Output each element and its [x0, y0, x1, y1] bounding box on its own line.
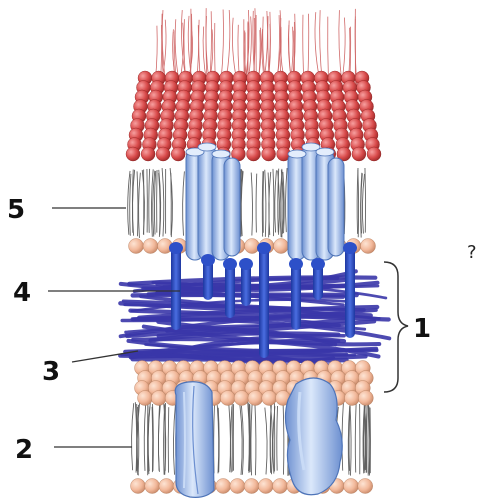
- lipid-tail: [250, 404, 251, 472]
- lipid-tail: [355, 402, 356, 473]
- fiber-cap: [311, 258, 325, 270]
- fiber: [291, 262, 301, 330]
- lower-layer-outer-heads: [135, 361, 374, 406]
- strand: [315, 12, 320, 81]
- lipid-tail: [162, 168, 164, 236]
- lipid-tail: [251, 173, 252, 236]
- lipid-tail: [362, 174, 364, 234]
- lipid-tail: [130, 174, 131, 236]
- upper-layer-heads: [126, 71, 381, 161]
- lower-protein-right: [285, 378, 342, 495]
- lipid-head: [345, 391, 360, 406]
- lipid-head: [126, 147, 140, 161]
- lipid-tail: [154, 171, 155, 235]
- lower-protein-left: [175, 382, 214, 498]
- lipid-head: [262, 391, 277, 406]
- lipid-tail: [286, 168, 287, 232]
- lipid-tail: [277, 406, 278, 471]
- lipid-head: [247, 147, 261, 161]
- lipid-head: [245, 239, 260, 254]
- lipid-tail: [137, 171, 138, 236]
- label-5: 5: [7, 195, 25, 225]
- lipid-head: [143, 239, 158, 254]
- lipid-head: [138, 391, 153, 406]
- lipid-tail: [265, 408, 267, 475]
- lipid-head: [230, 479, 245, 494]
- lipid-tail: [251, 403, 252, 476]
- lipid-head: [244, 479, 259, 494]
- fiber-cap: [289, 258, 303, 270]
- label-3: 3: [42, 357, 60, 387]
- lipid-head: [156, 147, 170, 161]
- lipid-tail: [256, 174, 257, 233]
- lipid-head: [159, 479, 174, 494]
- lipid-head: [220, 391, 235, 406]
- lipid-head: [151, 391, 166, 406]
- transmembrane-protein-right: [288, 143, 344, 260]
- lipid-tail: [139, 173, 141, 238]
- label-4: 4: [13, 278, 31, 308]
- lipid-tail: [183, 171, 185, 235]
- lipid-tail: [273, 169, 274, 236]
- lipid-head: [145, 479, 160, 494]
- lipid-head: [367, 147, 381, 161]
- fiber: [225, 262, 235, 318]
- lipid-tail: [265, 170, 266, 237]
- fiber: [259, 246, 269, 358]
- lipid-tail: [231, 406, 232, 472]
- bracket-1: [384, 262, 408, 392]
- label-1: 1: [413, 314, 431, 344]
- lipid-tail: [255, 404, 256, 476]
- lipid-tail: [342, 403, 343, 471]
- strand: [328, 17, 329, 82]
- lipid-head: [171, 147, 185, 161]
- fiber-cap: [201, 254, 215, 266]
- lipid-head: [344, 479, 359, 494]
- lipid-head: [358, 391, 373, 406]
- fiber-cap: [169, 242, 183, 254]
- lipid-head: [258, 479, 273, 494]
- lipid-tail: [366, 406, 367, 473]
- fiber-cap: [343, 242, 357, 254]
- lipid-head: [248, 391, 263, 406]
- lipid-head: [273, 479, 288, 494]
- lipid-head: [274, 239, 289, 254]
- transmembrane-protein-left: [186, 143, 240, 260]
- fiber: [345, 246, 355, 338]
- lipid-head: [234, 391, 249, 406]
- label-2: 2: [15, 435, 33, 465]
- lipid-tail: [149, 169, 150, 233]
- lipid-tail: [168, 407, 169, 472]
- lipid-head: [361, 239, 376, 254]
- lipid-tail: [275, 170, 277, 232]
- lipid-head: [358, 479, 373, 494]
- fiber-cap: [223, 258, 237, 270]
- lipid-tail: [283, 403, 284, 474]
- lipid-head: [262, 147, 276, 161]
- strand: [221, 10, 223, 81]
- lipid-tail: [350, 403, 351, 475]
- fiber-cap: [239, 258, 253, 270]
- lower-layer-inner-heads: [131, 479, 373, 494]
- lipid-head: [131, 479, 146, 494]
- question-mark: ?: [467, 242, 477, 263]
- lipid-head: [129, 239, 144, 254]
- lipid-tail: [144, 403, 146, 471]
- lipid-tail: [159, 403, 160, 470]
- lipid-head: [216, 479, 231, 494]
- lipid-tail: [365, 168, 366, 233]
- lipid-head: [141, 147, 155, 161]
- lipid-tail: [132, 403, 134, 470]
- fiber: [171, 246, 181, 330]
- lipid-tail: [368, 404, 369, 476]
- lipid-head: [352, 147, 366, 161]
- fiber-cap: [257, 242, 271, 254]
- lipid-tail: [357, 168, 358, 234]
